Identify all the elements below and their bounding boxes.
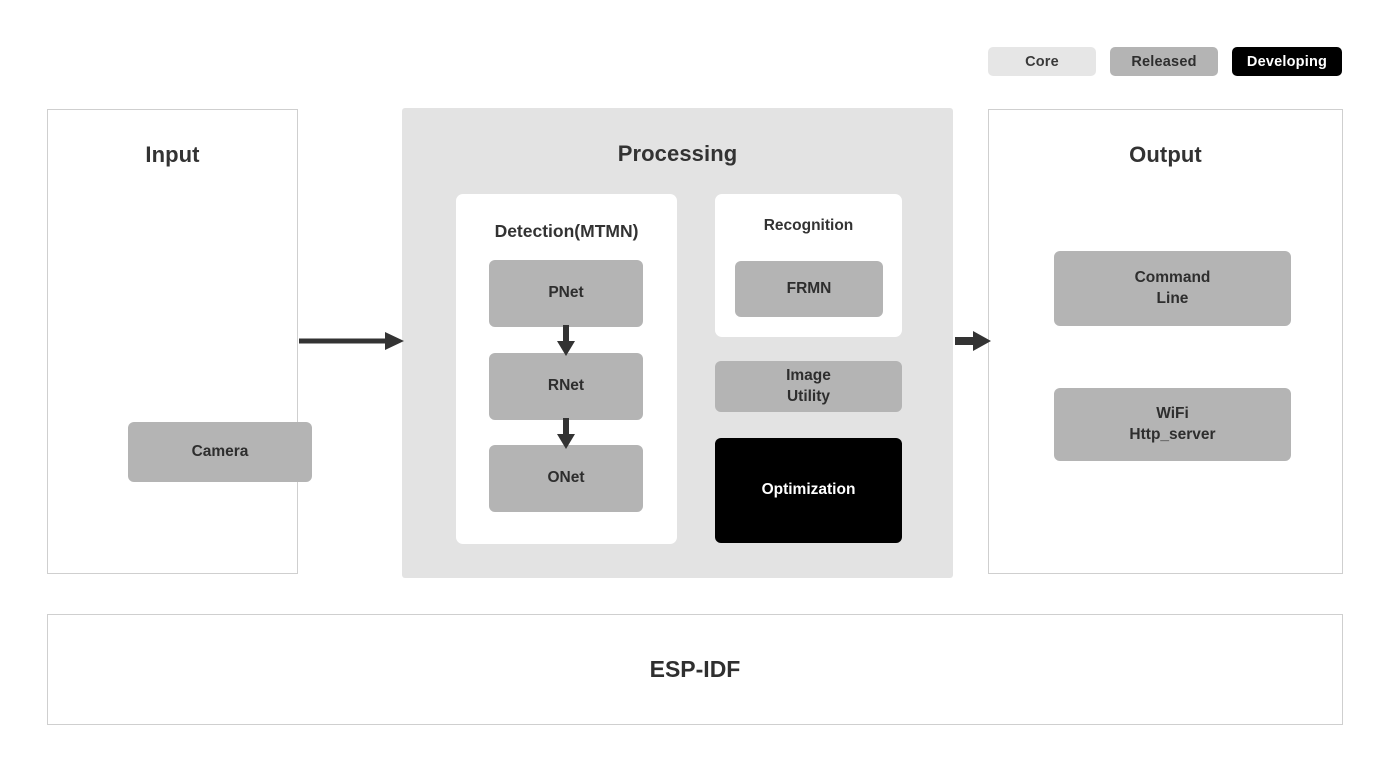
node-image-utility-label-line2: Utility (786, 387, 831, 405)
arrow-down-icon-rnet-to-onet (557, 418, 575, 449)
node-command-line-label-line1: Command (1134, 269, 1211, 287)
node-camera: Camera (128, 422, 312, 482)
processing-panel-title: Processing (617, 141, 738, 166)
esp-idf-panel: ESP-IDF (47, 614, 1343, 725)
arrow-right-icon-input-to-processing (299, 332, 404, 350)
legend-chip-released: Released (1110, 47, 1218, 76)
node-pnet: PNet (489, 260, 643, 327)
node-image-utility-label-line1: Image (786, 367, 831, 385)
esp-idf-label: ESP-IDF (649, 656, 741, 682)
node-wifi-http-server-label-line1: WiFi (1156, 405, 1189, 423)
node-frmn-label: FRMN (786, 279, 832, 297)
input-panel: Input Camera (47, 109, 312, 574)
node-camera-label: Camera (191, 442, 249, 460)
legend: Core Released Developing (988, 47, 1342, 76)
node-image-utility: Image Utility (715, 361, 902, 412)
legend-chip-core-label: Core (1025, 53, 1059, 70)
node-onet-label: ONet (547, 469, 585, 487)
detection-subpanel-title: Detection(MTMN) (494, 221, 639, 241)
node-command-line-label-line2: Line (1156, 289, 1189, 307)
output-panel: Output (988, 109, 1343, 574)
arrow-down-icon-pnet-to-rnet (557, 325, 575, 356)
legend-chip-core: Core (988, 47, 1096, 76)
node-rnet-label: RNet (547, 377, 585, 395)
node-pnet-label: PNet (548, 284, 584, 302)
node-onet: ONet (489, 445, 643, 512)
node-rnet: RNet (489, 353, 643, 420)
node-frmn: FRMN (735, 261, 883, 317)
arrow-right-icon-processing-to-output (955, 331, 991, 351)
node-optimization-label: Optimization (761, 481, 856, 499)
legend-chip-released-label: Released (1131, 53, 1197, 70)
node-optimization: Optimization (715, 438, 902, 543)
node-wifi-http-server: WiFi Http_server (1054, 388, 1291, 461)
legend-chip-developing-label: Developing (1246, 53, 1328, 70)
input-panel-title: Input (145, 142, 200, 167)
node-wifi-http-server-label-line2: Http_server (1129, 425, 1216, 443)
node-command-line: Command Line (1054, 251, 1291, 326)
output-panel-title: Output (1129, 142, 1202, 167)
recognition-subpanel-title: Recognition (763, 217, 854, 234)
legend-chip-developing: Developing (1232, 47, 1342, 76)
